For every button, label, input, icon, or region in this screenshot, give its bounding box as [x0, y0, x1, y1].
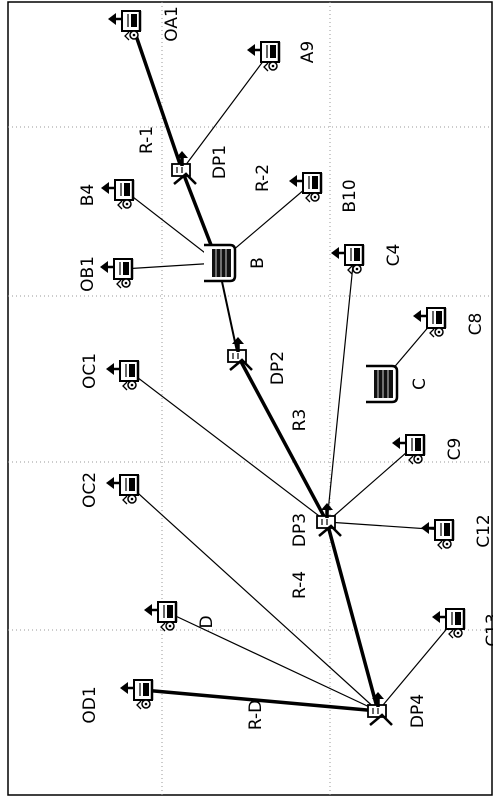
node-label-b10: B10: [340, 179, 360, 212]
wellhead-icon[interactable]: [98, 257, 134, 290]
pipe-edge-c13-dp4: [377, 618, 456, 712]
node-label-c9: C9: [445, 438, 465, 461]
node-label-a9: A9: [298, 41, 318, 63]
dotted-grid: [8, 2, 492, 795]
pipe-edge-d-dp4: [166, 611, 379, 712]
wellhead-icon[interactable]: [411, 306, 447, 339]
node-label-dp2: DP2: [268, 351, 288, 385]
node-label-dp1: DP1: [210, 145, 230, 179]
pipe-label-r-4: R-4: [290, 571, 310, 599]
pipe-edge-b4-b: [123, 189, 219, 264]
pipe-label-r-1: R-1: [137, 126, 157, 154]
pipe-edge-oa1-dp1: [129, 19, 184, 172]
distribution-point-icon[interactable]: [366, 690, 394, 727]
pipe-edge-a9-dp1: [181, 51, 271, 171]
node-label-b4: B4: [78, 184, 98, 206]
wellhead-icon[interactable]: [104, 473, 140, 506]
node-label-b: B: [248, 257, 268, 269]
node-label-c13: C13: [483, 613, 493, 647]
node-label-oc2: OC2: [80, 472, 100, 508]
node-label-c8: C8: [466, 313, 486, 336]
tank-icon[interactable]: [202, 243, 237, 283]
pipe-label-r3: R3: [290, 409, 310, 432]
node-label-c: C: [410, 378, 430, 390]
pipe-edge-dp3-dp4: [325, 520, 380, 713]
wellhead-icon[interactable]: [245, 40, 281, 73]
pipe-edge-c9-dp3: [326, 444, 416, 523]
wellhead-icon[interactable]: [287, 171, 323, 204]
node-label-c12: C12: [474, 514, 493, 548]
wellhead-icon[interactable]: [390, 433, 426, 466]
node-label-oc1: OC1: [80, 353, 100, 389]
diagram-frame: [7, 1, 493, 796]
node-label-c4: C4: [384, 244, 404, 267]
wellhead-icon[interactable]: [329, 243, 365, 276]
wellhead-icon[interactable]: [430, 607, 466, 640]
pipe-edge-od1-dp4: [141, 688, 380, 713]
node-label-d: D: [197, 615, 217, 628]
pipe-edge-ob1-b: [122, 262, 219, 270]
node-label-od1: OD1: [80, 686, 100, 723]
pipe-edge-c4-dp3: [326, 254, 355, 523]
distribution-point-icon[interactable]: [226, 335, 254, 372]
wellhead-icon[interactable]: [118, 678, 154, 711]
pipe-edge-dp2-dp3: [236, 354, 329, 524]
pipe-label-r-2: R-2: [253, 164, 273, 192]
wellhead-icon[interactable]: [104, 359, 140, 392]
wellhead-icon[interactable]: [142, 600, 178, 633]
tank-icon[interactable]: [364, 364, 399, 404]
wellhead-icon[interactable]: [106, 9, 142, 42]
wellhead-icon[interactable]: [419, 518, 455, 551]
node-label-dp4: DP4: [408, 694, 428, 728]
node-label-ob1: OB1: [78, 256, 98, 292]
pipe-edge-oc2-dp4: [128, 484, 379, 712]
node-label-oa1: OA1: [162, 6, 182, 42]
pipe-edge-oc1-dp3: [128, 370, 328, 523]
pipe-label-r-d: R-D: [246, 700, 266, 730]
node-label-dp3: DP3: [290, 513, 310, 547]
wellhead-icon[interactable]: [99, 178, 135, 211]
